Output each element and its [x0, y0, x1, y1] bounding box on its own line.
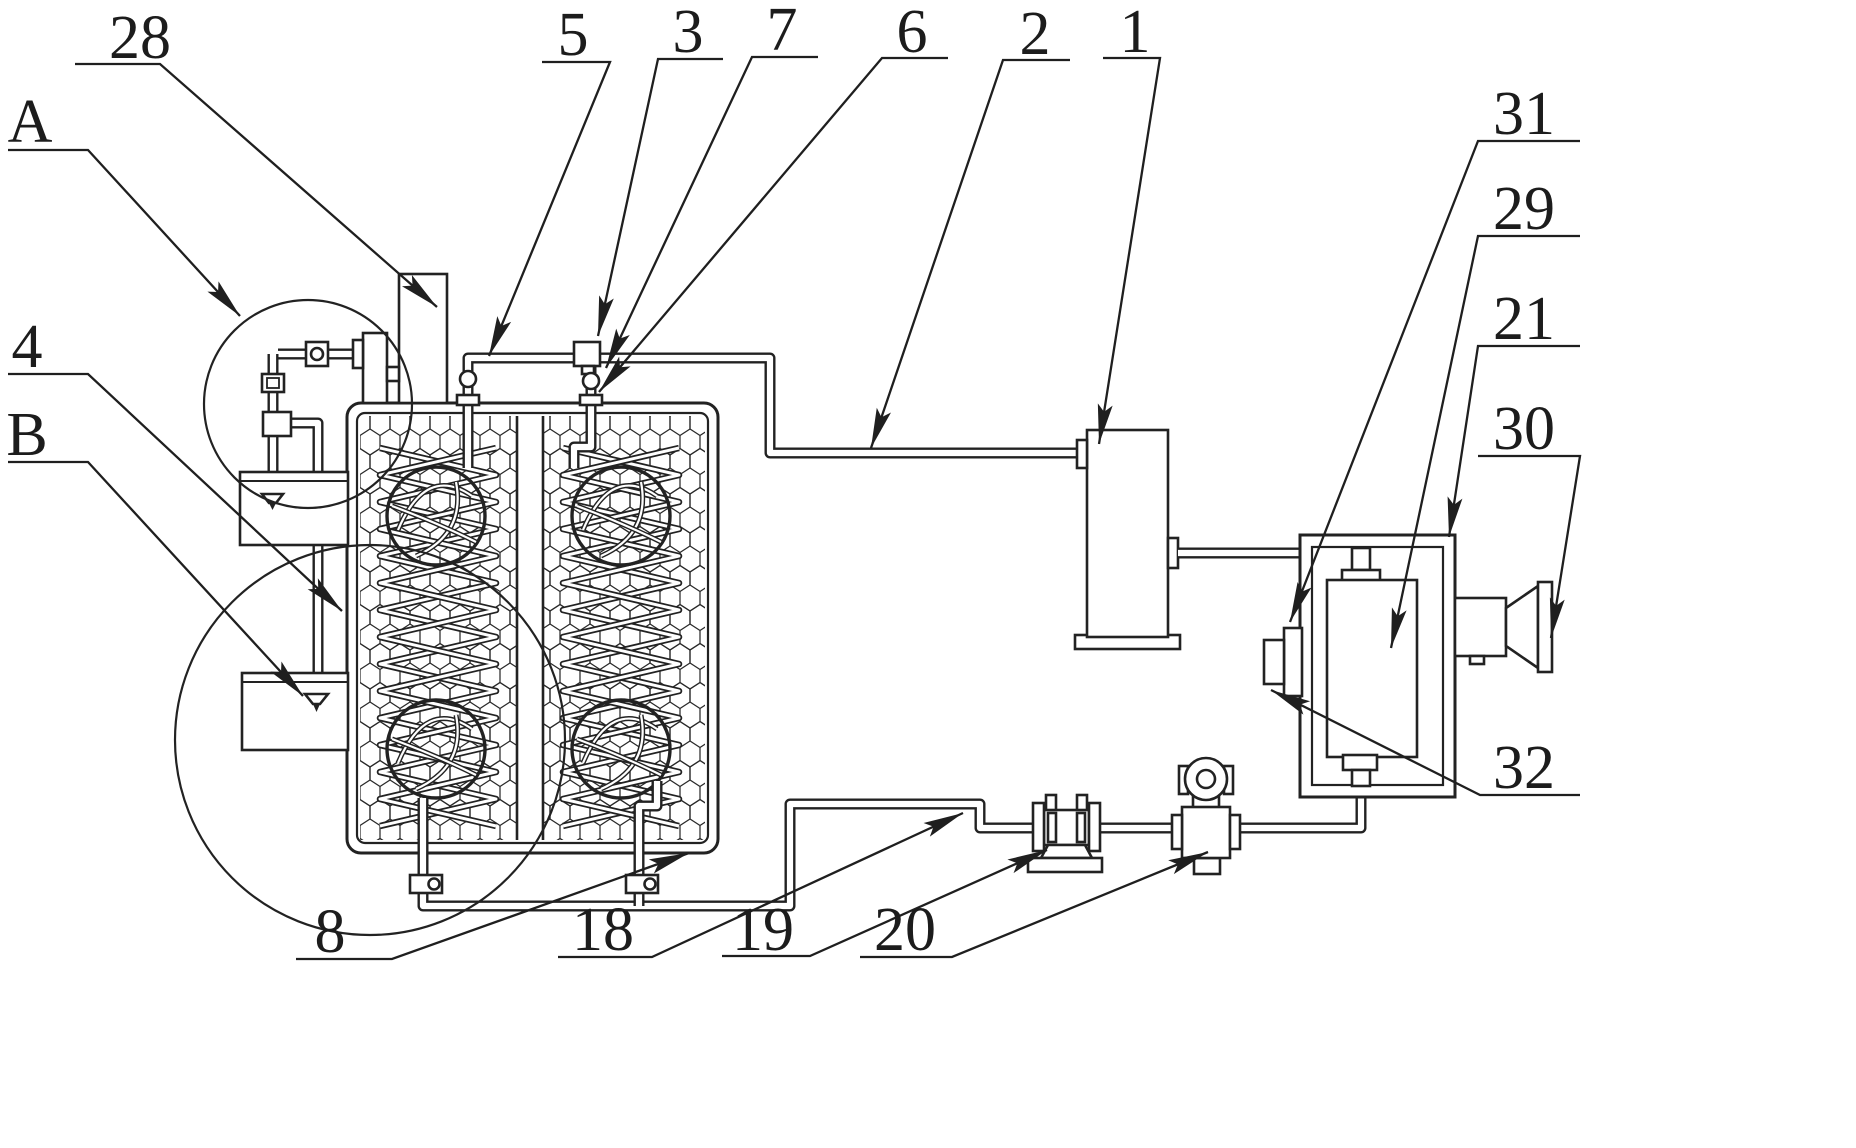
- label-31: 31: [1493, 80, 1555, 148]
- leader-8: [296, 851, 690, 961]
- exhaust-stack: [361, 272, 449, 405]
- leader-20: [860, 850, 1209, 959]
- bottom-pipe-run: [408, 798, 1033, 912]
- label-18: 18: [572, 896, 634, 964]
- label-19: 19: [732, 896, 794, 964]
- leader-lines: [8, 55, 1582, 961]
- leader-28: [75, 62, 438, 308]
- horn-cone: [1504, 583, 1540, 671]
- label-8: 8: [315, 898, 346, 966]
- condenser-column: [1073, 428, 1182, 651]
- label-7: 7: [767, 0, 798, 64]
- label-21: 21: [1493, 285, 1555, 353]
- flange-left-riser: [455, 393, 481, 407]
- tee-fitting: [572, 340, 602, 368]
- valve-body: [1180, 805, 1232, 860]
- leader-2: [869, 58, 1070, 449]
- leader-29: [1389, 234, 1580, 649]
- label-3: 3: [673, 0, 704, 66]
- leader-31: [1288, 139, 1580, 623]
- label-28: 28: [109, 4, 171, 72]
- leader-18: [558, 811, 964, 959]
- riser-fittings: [455, 340, 604, 407]
- leader-B: [8, 460, 304, 697]
- reference-labels: 28 A 4 B 5 3 7 6 2 1 31 29 21 30 32 8 18…: [6, 0, 1555, 966]
- housing-inner-wall: [1310, 545, 1445, 787]
- pump-19: [1026, 793, 1172, 874]
- label-32: 32: [1493, 734, 1555, 802]
- outlet-horn: [1453, 580, 1554, 674]
- tee-block: [261, 410, 293, 438]
- upper-side-box: [238, 470, 350, 547]
- flange-right-riser: [578, 393, 604, 407]
- label-1: 1: [1120, 0, 1151, 66]
- condenser-outlet-flange: [1166, 536, 1180, 570]
- pump-pedestal: [1038, 843, 1095, 860]
- leader-30: [1478, 454, 1582, 639]
- label-20: 20: [874, 896, 936, 964]
- side-piping-assembly: [238, 338, 365, 752]
- side-sensor-box: [1262, 638, 1286, 686]
- horn-end-plate: [1536, 580, 1554, 674]
- detail-circle-A: [202, 298, 414, 510]
- leader-7: [604, 55, 818, 369]
- leader-19: [722, 848, 1048, 958]
- pipe-end-cap: [351, 338, 365, 370]
- label-4: 4: [12, 313, 43, 381]
- valve-ball-left-riser: [458, 369, 478, 389]
- label-A: A: [8, 88, 53, 156]
- leader-32: [1270, 688, 1580, 797]
- tank-internal-pipes: [417, 404, 663, 843]
- label-29: 29: [1493, 175, 1555, 243]
- stack-support-plate: [361, 331, 389, 405]
- reaction-tank: [345, 401, 720, 855]
- pump-base: [1026, 856, 1104, 874]
- leader-3: [596, 57, 723, 337]
- leader-4: [8, 372, 343, 612]
- condenser-body: [1085, 428, 1170, 639]
- label-6: 6: [897, 0, 928, 66]
- leader-21: [1447, 344, 1580, 538]
- filter-cartridge: [1325, 578, 1419, 759]
- label-2: 2: [1020, 0, 1051, 68]
- condenser-inlet-flange: [1075, 438, 1089, 470]
- square-union-fitting: [260, 372, 286, 394]
- tank-inner-shell: [355, 411, 710, 845]
- cartridge-bottom-flange: [1341, 753, 1379, 772]
- leader-A: [8, 148, 241, 317]
- label-5: 5: [558, 1, 589, 69]
- leader-1: [1097, 56, 1162, 445]
- detail-circle-B: [173, 543, 567, 937]
- lower-side-box: [240, 671, 350, 752]
- label-30: 30: [1493, 395, 1555, 463]
- stack-step: [385, 365, 401, 383]
- valve-ball-right-riser: [581, 371, 601, 391]
- leader-6: [598, 56, 948, 393]
- side-port-connector: [1282, 626, 1304, 698]
- label-B: B: [6, 401, 47, 469]
- filter-housing: [1262, 533, 1554, 799]
- leader-5: [487, 60, 612, 357]
